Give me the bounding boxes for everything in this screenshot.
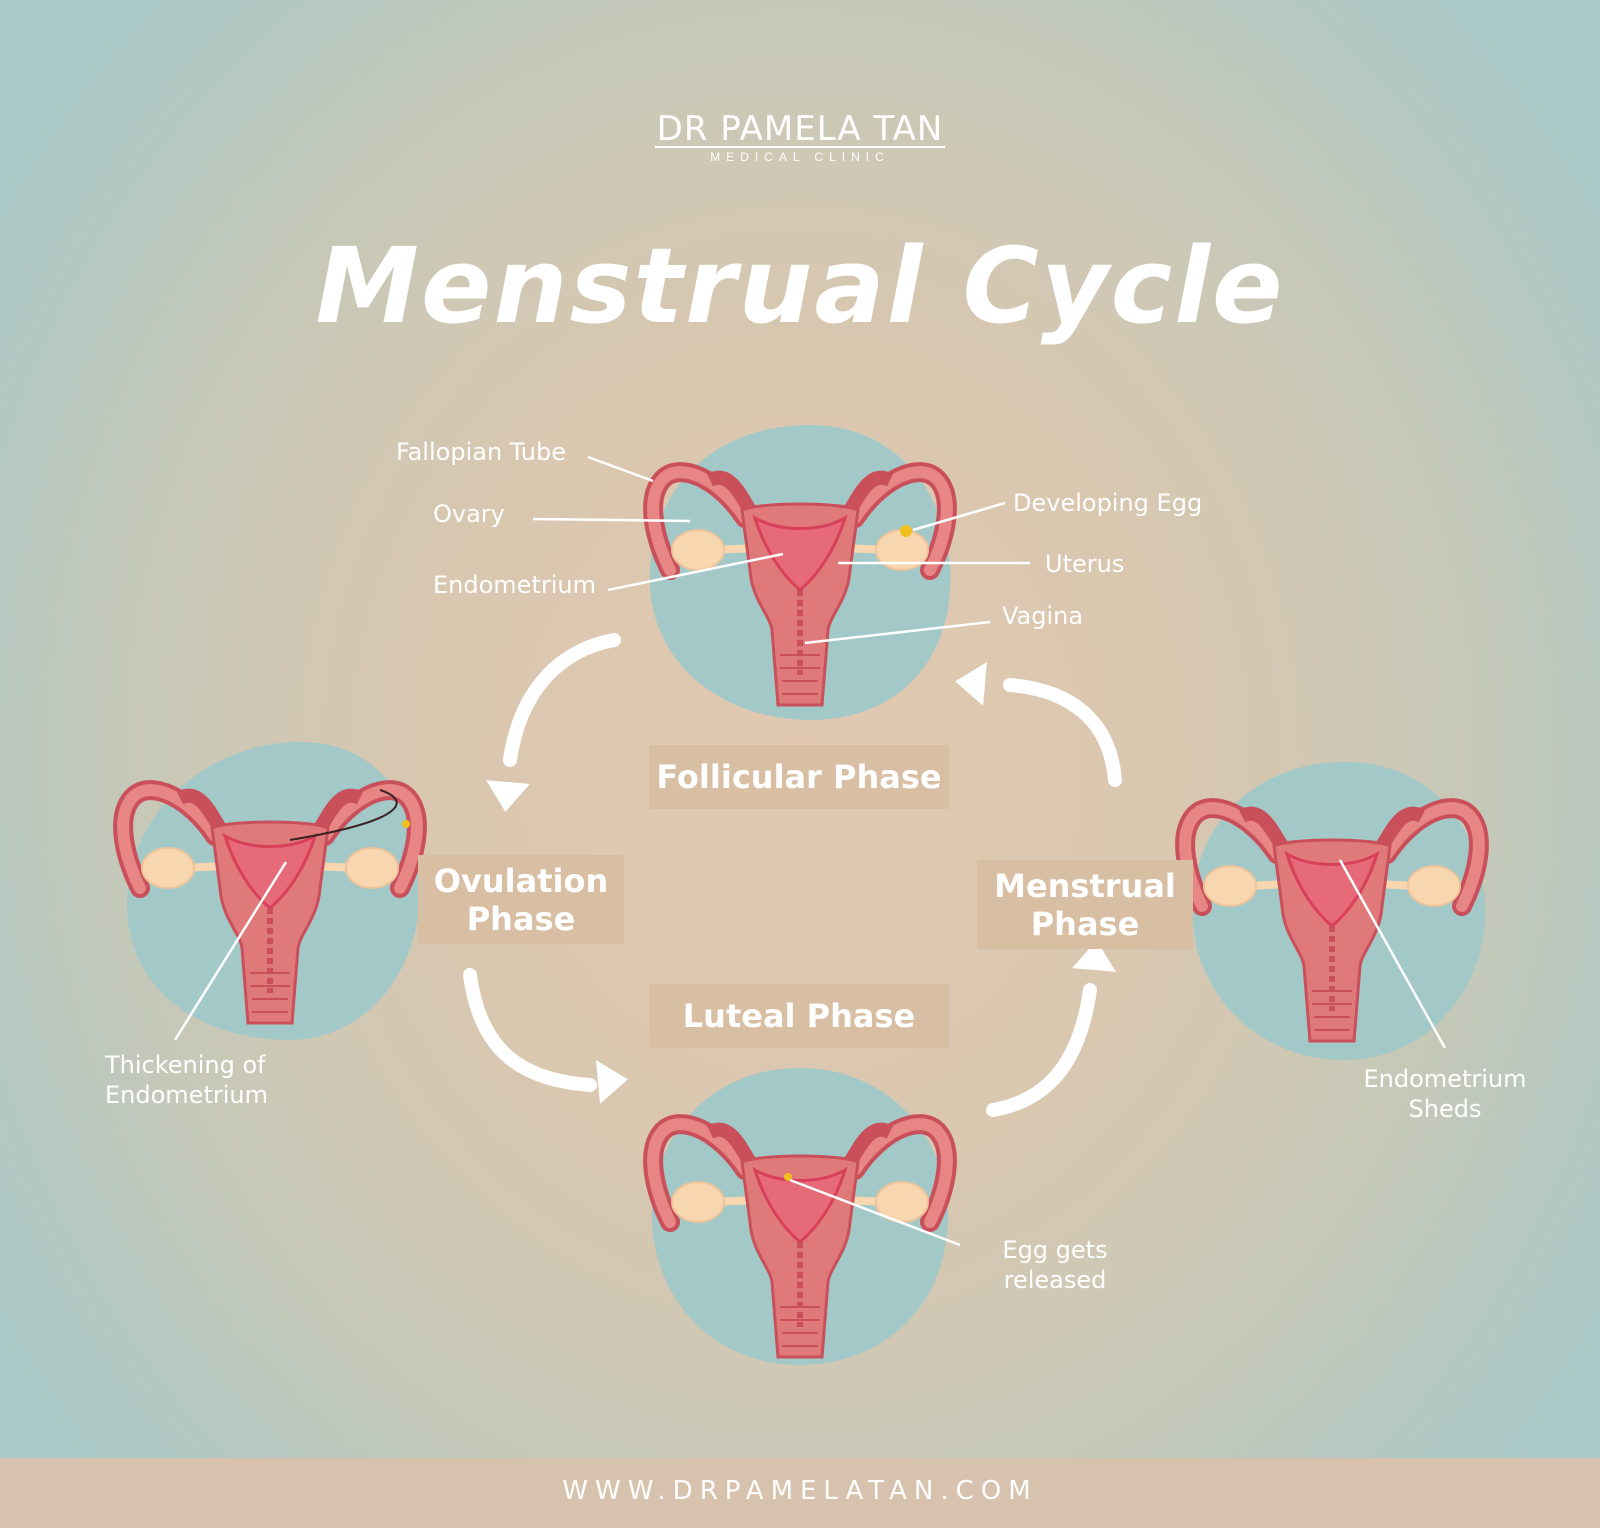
leader-lines <box>173 455 1447 1247</box>
released-egg-icon <box>784 1173 792 1181</box>
website-footer: WWW.DRPAMELATAN.COM <box>0 1458 1600 1528</box>
annotation-sheds: Endometrium Sheds <box>1363 1065 1527 1123</box>
label-vagina: Vagina <box>1002 602 1084 630</box>
label-endometrium: Endometrium <box>433 571 596 599</box>
arrow-ovulation-to-luteal-icon <box>463 968 597 1092</box>
logo-subtitle: MEDICAL CLINIC <box>710 150 890 164</box>
developing-egg-icon <box>900 525 912 537</box>
arrow-follicular-to-ovulation-icon <box>503 633 621 767</box>
cycle-arrows <box>463 633 1122 1117</box>
arrow-luteal-to-menstrual-icon <box>986 983 1097 1117</box>
label-uterus: Uterus <box>1045 550 1125 578</box>
label-developing-egg: Developing Egg <box>1013 489 1203 517</box>
clinic-logo: DR PAMELA TAN MEDICAL CLINIC <box>0 112 1600 164</box>
phase-ovulation: Ovulation Phase <box>418 855 624 944</box>
phase-menstrual: Menstrual Phase <box>977 860 1193 949</box>
egg-icon <box>402 820 410 828</box>
annotation-thickening: Thickening of Endometrium <box>105 1051 268 1109</box>
label-ovary: Ovary <box>433 500 505 528</box>
logo-name: DR PAMELA TAN <box>654 109 946 149</box>
arrow-menstrual-to-follicular-icon <box>1003 678 1122 787</box>
phase-luteal: Luteal Phase <box>649 984 949 1048</box>
page-title: Menstrual Cycle <box>315 225 1285 347</box>
label-fallopian-tube: Fallopian Tube <box>396 438 567 466</box>
egg-path-arrow-icon <box>289 789 398 841</box>
annotation-egg-released: Egg gets released <box>1002 1236 1108 1294</box>
phase-follicular: Follicular Phase <box>649 745 949 809</box>
